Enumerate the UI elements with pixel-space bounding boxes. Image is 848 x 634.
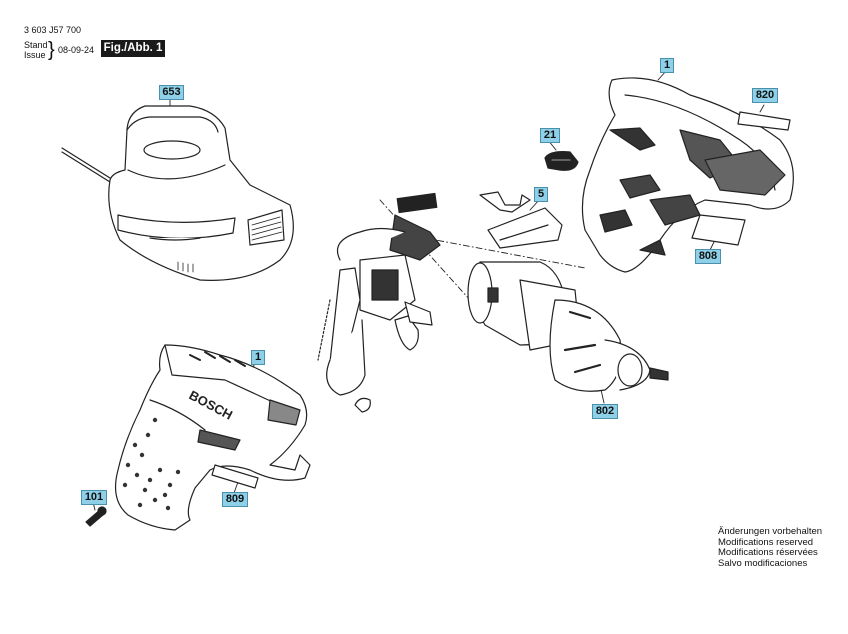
part-label-1-top: 1 xyxy=(660,58,674,73)
charger-653 xyxy=(61,105,294,281)
doc-number: 3 603 J57 700 xyxy=(24,25,82,35)
switch-electronics-assembly xyxy=(317,192,441,413)
figure-badge: Fig./Abb. 1 xyxy=(101,40,165,57)
part-label-820: 820 xyxy=(752,88,778,103)
part-label-808: 808 xyxy=(695,249,721,264)
note-es: Salvo modificaciones xyxy=(718,557,808,569)
grip-dots xyxy=(122,417,181,511)
button-21-part xyxy=(544,151,579,171)
stand-label: Stand xyxy=(24,40,48,50)
modification-notes: Änderungen vorbehalten Modifications res… xyxy=(718,526,823,569)
part-label-5: 5 xyxy=(534,187,548,202)
part-label-101: 101 xyxy=(81,490,107,505)
part-label-653: 653 xyxy=(159,85,184,100)
issue-date: 08-09-24 xyxy=(58,45,95,55)
label-808-part xyxy=(691,214,746,246)
label-820-part xyxy=(737,111,791,131)
part-label-802: 802 xyxy=(592,404,618,419)
motor-gearbox-802 xyxy=(467,261,669,392)
note-fr: Modifications réservées xyxy=(718,547,818,558)
housing-shell-bottom xyxy=(115,344,311,531)
screw-101-part xyxy=(85,506,107,527)
issue-label: Issue xyxy=(24,50,46,60)
part-label-21: 21 xyxy=(540,128,560,143)
note-en: Modifications reserved xyxy=(718,536,814,548)
note-de: Änderungen vorbehalten xyxy=(718,526,823,537)
label-809-part xyxy=(211,464,259,489)
switch-5-part xyxy=(479,191,563,249)
brace: } xyxy=(48,39,55,61)
part-label-809: 809 xyxy=(222,492,248,507)
housing-shell-top xyxy=(581,77,794,273)
part-label-1-bottom: 1 xyxy=(251,350,265,365)
